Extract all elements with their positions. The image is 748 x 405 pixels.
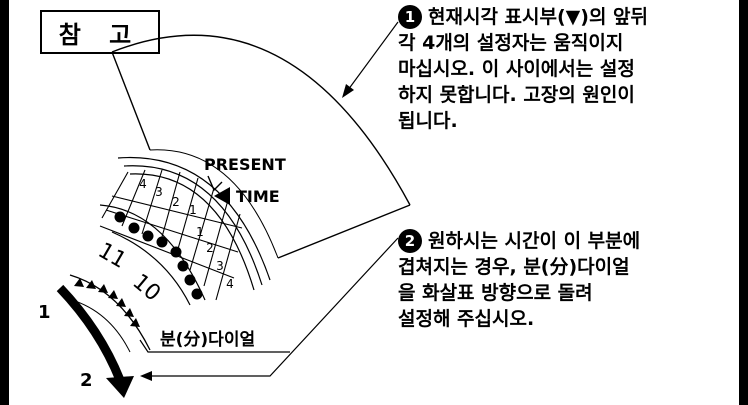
present-notch — [207, 175, 223, 192]
right-frame-border — [739, 0, 748, 405]
setting-pin — [128, 222, 140, 234]
note-1: 1 현재시각 표시부(▼)의 앞뒤 각 4개의 설정자는 움직이지 마십시오. 이… — [398, 4, 738, 134]
rotation-arrowhead-icon — [106, 376, 134, 398]
callout-2-leader — [150, 237, 399, 377]
note-2-number: 2 — [398, 229, 422, 253]
hour-11-label: 11 — [94, 238, 131, 274]
setting-pin — [184, 274, 196, 286]
left-frame-border — [0, 0, 9, 405]
arrow-number-1: 1 — [38, 302, 51, 323]
callout-1-arrowhead-icon — [342, 84, 354, 98]
bracket-outer-arc — [111, 34, 411, 206]
upper-number: 3 — [155, 185, 163, 199]
callout-1-leader — [347, 21, 399, 91]
upper-number: 1 — [189, 203, 197, 217]
lower-number: 4 — [226, 277, 234, 291]
setting-pins — [114, 211, 203, 300]
present-label: PRESENT — [204, 155, 286, 174]
arrow-number-2: 2 — [80, 370, 93, 391]
minute-dial-label: 분(分)다이얼 — [160, 330, 255, 350]
hour-10-label: 10 — [128, 269, 166, 306]
note-2-text: 원하시는 시간이 이 부분에 — [428, 230, 641, 252]
setting-pin — [114, 211, 126, 223]
lower-number: 1 — [196, 225, 204, 239]
note-1-line-3: 마십시오. 이 사이에서는 설정 — [398, 58, 635, 80]
note-2-line-3: 을 화살표 방향으로 돌려 — [398, 282, 593, 304]
upper-number: 4 — [139, 177, 147, 191]
note-1-line-4: 하지 못합니다. 고장의 원인이 — [398, 84, 635, 106]
note-1-line-1: 1 현재시각 표시부(▼)의 앞뒤 — [398, 4, 738, 30]
setting-pin — [142, 230, 154, 242]
bracket-radial-right — [277, 204, 411, 259]
time-label: TIME — [236, 187, 280, 206]
lower-number: 2 — [206, 241, 214, 255]
dial-arcs — [99, 156, 271, 306]
note-1-number: 1 — [398, 5, 422, 29]
note-1-line-5: 됩니다. — [398, 110, 458, 132]
note-1-line-2: 각 4개의 설정자는 움직이지 — [398, 32, 624, 54]
callout-2-arrowhead-icon — [140, 371, 152, 381]
dial-grid-lines — [99, 169, 243, 301]
setting-pin — [191, 288, 203, 300]
minute-dial-teeth — [74, 278, 140, 327]
note-2-line-4: 설정해 주십시오. — [398, 308, 535, 330]
setting-pin — [177, 260, 189, 272]
setting-pin — [156, 236, 168, 248]
lower-numbers: 1 2 3 4 — [196, 225, 234, 291]
note-2-line-1: 2 원하시는 시간이 이 부분에 — [398, 228, 738, 254]
reference-label: 참 고 — [58, 20, 142, 49]
minute-dial-arc — [69, 274, 151, 351]
upper-number: 2 — [172, 195, 180, 209]
minute-dial-arc-inner — [71, 299, 131, 353]
note-2-line-2: 겹쳐지는 경우, 분(分)다이얼 — [398, 256, 630, 278]
rotation-arrow — [56, 284, 125, 382]
present-triangle-icon — [214, 187, 230, 205]
bracket-radial-left — [111, 51, 151, 151]
note-2: 2 원하시는 시간이 이 부분에 겹쳐지는 경우, 분(分)다이얼 을 화살표 방… — [398, 228, 738, 332]
setting-pin — [170, 246, 182, 258]
lower-number: 3 — [216, 259, 224, 273]
reference-label-box: 참 고 — [40, 10, 160, 54]
note-1-text: 현재시각 표시부(▼)의 앞뒤 — [428, 6, 649, 28]
minute-label-leader — [139, 339, 290, 353]
bracket-inner-arc — [149, 149, 279, 259]
upper-numbers: 4 3 2 1 — [139, 177, 197, 217]
